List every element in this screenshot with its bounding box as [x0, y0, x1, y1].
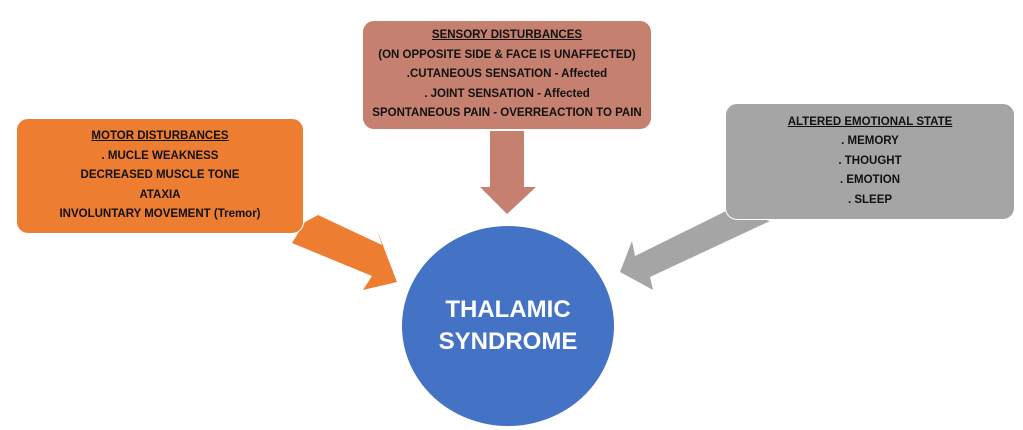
motor-item: . MUCLE WEAKNESS — [101, 149, 219, 162]
motor-disturbances-box: MOTOR DISTURBANCES . MUCLE WEAKNESS DECR… — [16, 118, 304, 234]
emotion-item: . EMOTION — [839, 174, 901, 187]
motor-item: ATAXIA — [139, 188, 181, 201]
motor-arrow — [292, 215, 397, 290]
sensory-disturbances-box: SENSORY DISTURBANCES (ON OPPOSITE SIDE &… — [362, 20, 652, 130]
emotion-arrow — [620, 210, 770, 290]
sensory-item: SPONTANEOUS PAIN - OVERREACTION TO PAIN — [372, 107, 642, 120]
sensory-item: .CUTANEOUS SENSATION - Affected — [406, 68, 608, 81]
sensory-item: . JOINT SENSATION - Affected — [424, 87, 590, 100]
thalamic-syndrome-circle: THALAMIC SYNDROME — [402, 226, 614, 426]
sensory-item: (ON OPPOSITE SIDE & FACE IS UNAFFECTED) — [378, 48, 636, 61]
emotion-item: . SLEEP — [847, 193, 893, 206]
motor-item: INVOLUNTARY MOVEMENT (Tremor) — [59, 208, 261, 221]
motor-title: MOTOR DISTURBANCES — [91, 130, 229, 143]
sensory-title: SENSORY DISTURBANCES — [431, 29, 583, 42]
center-title-line2: SYNDROME — [438, 328, 578, 355]
emotion-title: ALTERED EMOTIONAL STATE — [787, 115, 953, 128]
motor-item: DECREASED MUSCLE TONE — [80, 169, 240, 182]
emotion-item: . MEMORY — [841, 135, 899, 148]
altered-emotional-state-box: ALTERED EMOTIONAL STATE . MEMORY . THOUG… — [725, 103, 1015, 220]
center-title-line1: THALAMIC — [445, 296, 571, 323]
sensory-arrow — [480, 131, 536, 214]
emotion-item: . THOUGHT — [838, 154, 902, 167]
